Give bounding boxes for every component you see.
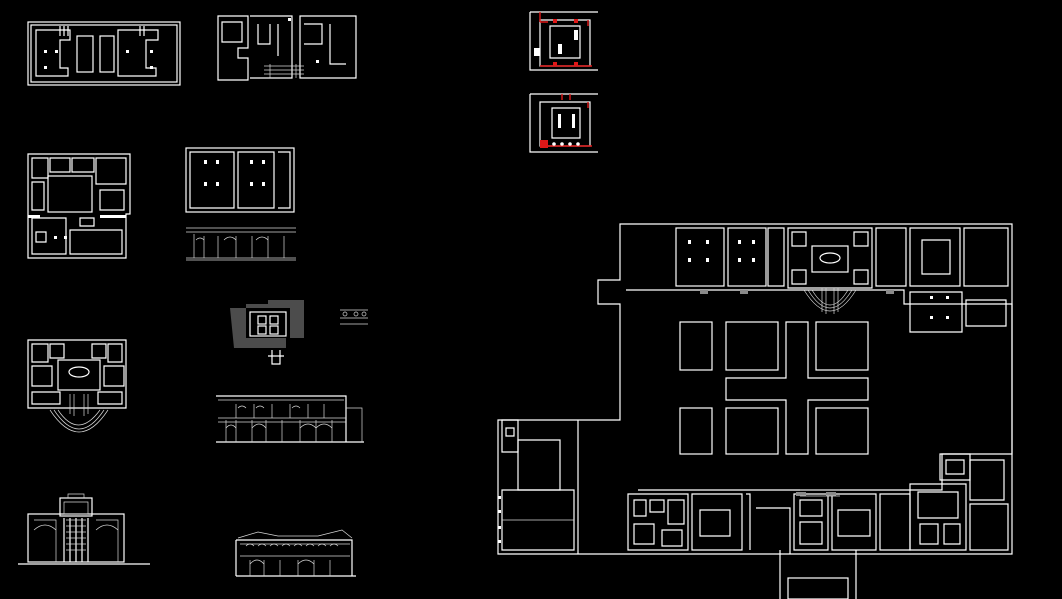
section-b xyxy=(235,529,356,577)
floor-plan-a xyxy=(27,21,181,86)
master-site-plan xyxy=(497,223,1013,599)
detail-red-lower xyxy=(529,93,598,153)
site-plan-small xyxy=(230,300,368,365)
detail-red-upper xyxy=(529,11,598,71)
section-a xyxy=(216,395,364,443)
floor-plan-c xyxy=(27,153,131,259)
floor-plan-d xyxy=(185,147,296,261)
floor-plan-b xyxy=(217,15,357,81)
elevation-a xyxy=(18,493,150,565)
floor-plan-e xyxy=(27,339,127,433)
